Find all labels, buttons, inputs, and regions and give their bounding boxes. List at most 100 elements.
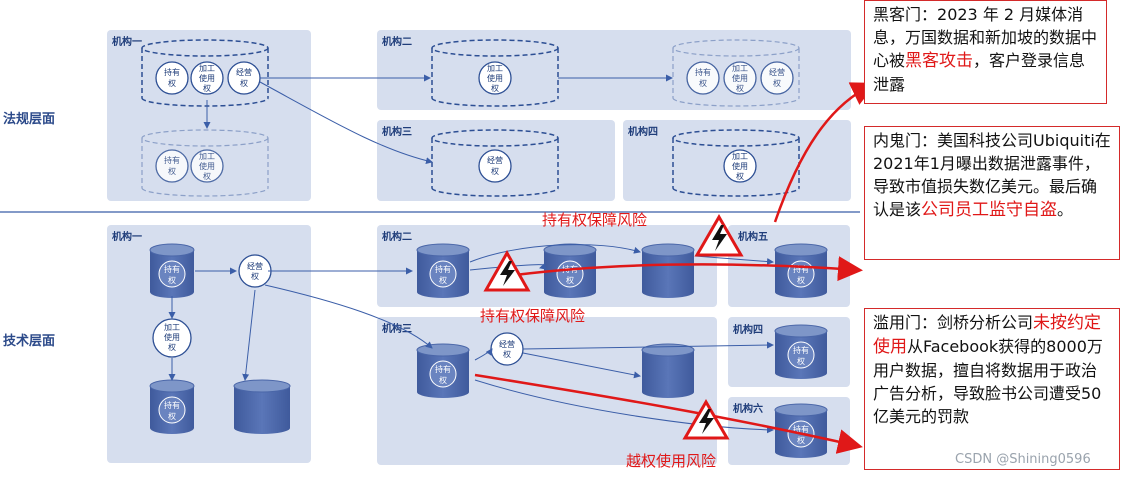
legal-org1-process-node: 加工 使用 权: [190, 61, 224, 95]
abuse-text-pre: ：剑桥分析公司: [921, 313, 1034, 332]
svg-text:权: 权: [168, 78, 176, 88]
tech-flow-arrows: [168, 244, 774, 434]
legal-org1-copy-hold-node: 持有 权: [155, 149, 189, 183]
insider-callout: 内鬼门：美国科技公司Ubiquiti在2021年1月曝出数据泄露事件，导致市值损…: [864, 126, 1120, 260]
abuse-title: 滥用门: [873, 313, 922, 332]
tech-org1-process-node-label-1: 加工: [164, 322, 180, 332]
svg-text:权: 权: [491, 83, 499, 93]
tech-org5-label: 机构五: [738, 230, 768, 243]
tech-org3-label: 机构三: [382, 322, 412, 335]
tech-org2-plain-db: [641, 243, 695, 298]
tech-org3-hold-db-hold-node: [429, 360, 457, 388]
risk-label-hold-bottom: 持有权保障风险: [480, 307, 585, 325]
tech-org3-hold-db-label-1: 持有: [435, 364, 451, 374]
svg-text:加工: 加工: [732, 63, 748, 73]
legal-org1-label: 机构一: [112, 35, 142, 48]
svg-text:加工: 加工: [199, 151, 215, 161]
tech-org1-hold-db-label-2: 权: [168, 275, 176, 285]
tech-org6-hold-db: 持有权: [774, 403, 828, 458]
tech-org3-plain-db: [641, 343, 695, 398]
svg-text:持有: 持有: [164, 67, 180, 77]
tech-org1-label: 机构一: [112, 230, 142, 243]
tech-org3-operate-node-label-1: 经营: [499, 339, 515, 349]
tech-org4-hold-db-hold-node: [787, 341, 815, 369]
tech-org3-hold-db: 持有权: [416, 343, 470, 398]
legal-org1-container: [141, 39, 269, 107]
risk-arrows: [474, 82, 877, 454]
watermark: CSDN @Shining0596: [955, 452, 1091, 467]
legal-org2-b-operate-node: 经营 权: [760, 61, 794, 95]
tech-org4-hold-db: 持有权: [774, 324, 828, 379]
svg-text:加工: 加工: [487, 63, 503, 73]
tech-org6-label: 机构六: [733, 402, 763, 415]
tech-org5-hold-db-label-1: 持有: [793, 264, 809, 274]
svg-text:权: 权: [736, 83, 744, 93]
svg-text:持有: 持有: [164, 155, 180, 165]
svg-text:使用: 使用: [199, 161, 215, 171]
svg-text:权: 权: [773, 78, 781, 88]
tech-org1-copy-hold-db-label-1: 持有: [164, 400, 180, 410]
tech-org2-hold-db-copy-label-2: 权: [566, 275, 574, 285]
svg-text:权: 权: [491, 166, 499, 176]
svg-text:权: 权: [736, 171, 744, 181]
svg-text:经营: 经营: [487, 155, 503, 165]
svg-text:权: 权: [168, 166, 176, 176]
tech-org1-hold-db: 持有权: [149, 243, 195, 298]
tech-org2-hold-db-copy-hold-node: [556, 260, 584, 288]
tech-org4-label: 机构四: [733, 323, 763, 336]
svg-text:使用: 使用: [732, 73, 748, 83]
legal-org1-copy-container: [141, 129, 269, 197]
tech-org5-hold-db-label-2: 权: [797, 275, 805, 285]
legal-org2-process-node: 加工 使用 权: [478, 61, 512, 95]
legal-org4-container: [672, 129, 800, 197]
tech-org2-hold-db-hold-node: [429, 260, 457, 288]
tech-org1-copy-hold-db-label-2: 权: [168, 411, 176, 421]
svg-text:权: 权: [699, 78, 707, 88]
hacker-text-pre: ：2023 年 2 月媒体消息，万国数据和新加坡的数据中心被: [873, 5, 1098, 70]
svg-text:加工: 加工: [199, 63, 215, 73]
legal-org1-copy-process-node: 加工 使用 权: [190, 149, 224, 183]
svg-text:持有: 持有: [695, 67, 711, 77]
warning-icon-bottom: [682, 399, 730, 440]
insider-text-post: 。: [1057, 200, 1074, 219]
tech-org3-operate-node: 经营权: [490, 332, 524, 366]
legal-org1-hold-node: 持有 权: [155, 61, 189, 95]
tech-org2-hold-db: 持有权: [416, 243, 470, 298]
insider-title: 内鬼门: [873, 131, 922, 150]
legal-org4-process-node: 加工 使用 权: [723, 149, 757, 183]
legal-org2-container-a: [431, 39, 559, 107]
tech-org4-hold-db-label-2: 权: [797, 356, 805, 366]
legal-org2-label: 机构二: [382, 35, 412, 48]
svg-text:使用: 使用: [199, 73, 215, 83]
hacker-highlight: 黑客攻击: [905, 51, 974, 71]
svg-text:使用: 使用: [732, 161, 748, 171]
warning-icon-mid: [483, 249, 531, 292]
legal-org2-b-hold-node: 持有 权: [686, 61, 720, 95]
hacker-text-post: ，客户登录信息泄露: [873, 51, 1086, 94]
hacker-callout: 黑客门：2023 年 2 月媒体消息，万国数据和新加坡的数据中心被黑客攻击，客户…: [864, 0, 1107, 104]
legal-layer-label: 法规层面: [3, 111, 55, 127]
tech-org1-hold-db-label-1: 持有: [164, 264, 180, 274]
svg-text:权: 权: [240, 78, 248, 88]
hacker-title: 黑客门: [873, 5, 922, 24]
tech-org1-operate-node-label-2: 权: [251, 271, 259, 281]
insider-text-pre: ：美国科技公司Ubiquiti在2021年1月曝出数据泄露事件，导致市值损失数亿…: [873, 131, 1111, 219]
tech-org1-process-node-label-3: 权: [168, 342, 176, 352]
abuse-callout: 滥用门：剑桥分析公司未按约定使用从Facebook获得的8000万用户数据，擅自…: [864, 308, 1120, 470]
legal-org1-operate-node: 经营 权: [227, 61, 261, 95]
tech-org4-hold-db-label-1: 持有: [793, 345, 809, 355]
legal-org4-label: 机构四: [628, 125, 658, 138]
tech-org1-operate-node-label-1: 经营: [247, 261, 263, 271]
tech-org1-hold-db-hold-node: [158, 260, 186, 288]
tech-org3-operate-node-label-2: 权: [503, 349, 511, 359]
tech-org6-hold-db-label-1: 持有: [793, 424, 809, 434]
tech-org3-hold-db-label-2: 权: [439, 375, 447, 385]
tech-org1-operate-node: 经营权: [238, 254, 272, 288]
tech-org5-hold-db: 持有权: [774, 243, 828, 298]
svg-text:经营: 经营: [769, 67, 785, 77]
tech-layer-label: 技术层面: [3, 333, 55, 349]
svg-text:权: 权: [203, 83, 211, 93]
legal-org3-label: 机构三: [382, 125, 412, 138]
